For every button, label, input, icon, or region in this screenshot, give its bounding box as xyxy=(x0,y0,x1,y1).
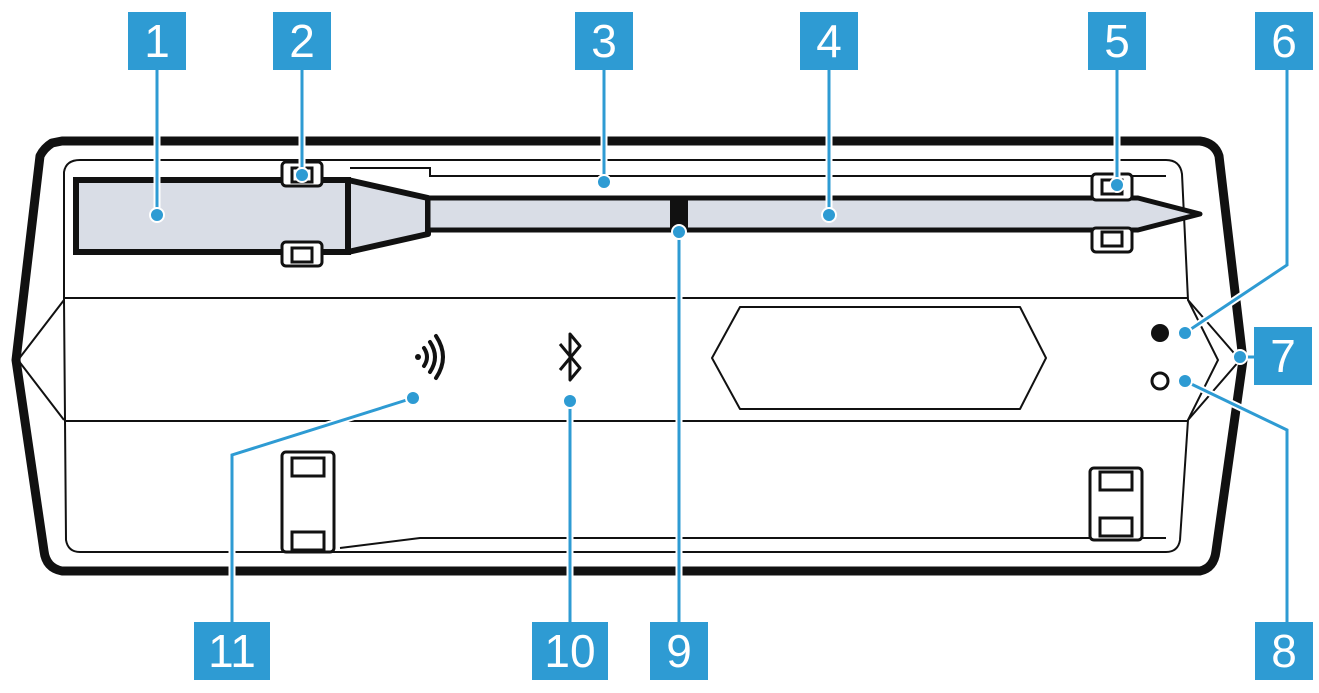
clip-right-bottom xyxy=(1092,228,1132,252)
hollow-indicator-icon xyxy=(1152,373,1168,389)
clip-left-bottom xyxy=(282,242,322,266)
callout-3-label: 3 xyxy=(591,18,617,64)
probe-taper xyxy=(348,180,428,252)
callout-7-label: 7 xyxy=(1270,333,1296,379)
callout-1-label: 1 xyxy=(144,18,170,64)
bluetooth-icon xyxy=(560,334,580,380)
probe-shaft xyxy=(428,198,1200,230)
callout-11: 11 xyxy=(194,622,270,680)
callout-5: 5 xyxy=(1088,12,1146,70)
callout-4-label: 4 xyxy=(816,18,842,64)
display-window xyxy=(712,307,1046,409)
wireless-signal-icon xyxy=(415,336,443,378)
callout-8-label: 8 xyxy=(1271,628,1297,674)
callout-2: 2 xyxy=(273,12,331,70)
callout-7: 7 xyxy=(1254,327,1312,385)
callout-6: 6 xyxy=(1255,12,1313,70)
callout-1: 1 xyxy=(128,12,186,70)
callout-5-label: 5 xyxy=(1104,18,1130,64)
callout-6-label: 6 xyxy=(1271,18,1297,64)
callout-9: 9 xyxy=(650,622,708,680)
callout-9-label: 9 xyxy=(666,628,692,674)
filled-indicator-icon xyxy=(1151,324,1169,342)
callout-8: 8 xyxy=(1255,622,1313,680)
probe-channel xyxy=(350,168,1166,176)
callout-11-label: 11 xyxy=(208,628,256,674)
callout-10: 10 xyxy=(532,622,608,680)
callout-2-label: 2 xyxy=(289,18,315,64)
foot-right xyxy=(1090,468,1142,540)
callout-10-label: 10 xyxy=(544,628,595,674)
foot-left xyxy=(282,452,334,552)
bottom-channel xyxy=(340,538,1166,548)
callout-3: 3 xyxy=(575,12,633,70)
callout-4: 4 xyxy=(800,12,858,70)
